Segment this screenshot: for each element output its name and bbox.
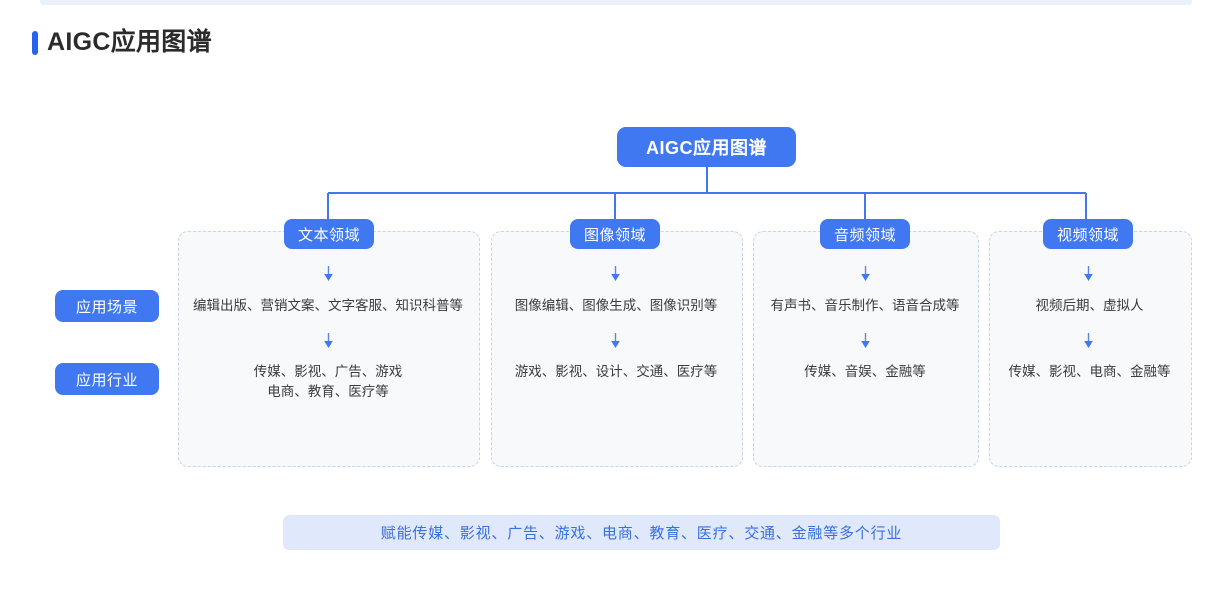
industry-cell-video: 传媒、影视、电商、金融等 [1008, 364, 1171, 379]
top-section-edge-band [40, 0, 1192, 5]
arrow-down-icon [321, 332, 335, 350]
row-label-industry-text: 应用行业 [75, 371, 138, 389]
row-label-scene: 应用场景 [55, 290, 159, 322]
page-title: AIGC应用图谱 [32, 30, 212, 55]
root-node-label: AIGC应用图谱 [646, 138, 767, 158]
industry-cell-text: 传媒、影视、广告、游戏 电商、教育、医疗等 [253, 364, 403, 399]
domain-pill-audio: 音频领域 [820, 219, 910, 249]
scene-cell-text: 编辑出版、营销文案、文字客服、知识科普等 [193, 298, 463, 313]
scene-cell-audio: 有声书、音乐制作、语音合成等 [770, 298, 960, 313]
root-node: AIGC应用图谱 [617, 127, 796, 167]
domain-pill-image-label: 图像领域 [583, 226, 646, 244]
row-label-scene-text: 应用场景 [75, 298, 138, 316]
domain-pill-video: 视频领域 [1043, 219, 1133, 249]
industry-cell-audio: 传媒、音娱、金融等 [804, 364, 926, 379]
domain-pill-text-label: 文本领域 [297, 226, 360, 244]
footer-banner: 赋能传媒、影视、广告、游戏、电商、教育、医疗、交通、金融等多个行业 [283, 515, 1000, 550]
domain-pill-audio-label: 音频领域 [833, 226, 896, 244]
arrow-down-icon [858, 265, 872, 283]
row-label-industry: 应用行业 [55, 363, 159, 395]
domain-panel-audio [753, 231, 979, 467]
scene-cell-image: 图像编辑、图像生成、图像识别等 [514, 298, 718, 313]
domain-panel-video [989, 231, 1192, 467]
domain-pill-image: 图像领域 [570, 219, 660, 249]
scene-cell-video: 视频后期、虚拟人 [1035, 298, 1144, 313]
arrow-down-icon [608, 332, 622, 350]
page-title-text: AIGC应用图谱 [47, 28, 212, 56]
arrow-down-icon [321, 265, 335, 283]
title-accent-bar [32, 30, 38, 55]
arrow-down-icon [1081, 332, 1095, 350]
arrow-down-icon [858, 332, 872, 350]
footer-banner-text: 赋能传媒、影视、广告、游戏、电商、教育、医疗、交通、金融等多个行业 [380, 525, 903, 542]
domain-panel-text [178, 231, 480, 467]
domain-pill-video-label: 视频领域 [1056, 226, 1119, 244]
domain-pill-text: 文本领域 [284, 219, 374, 249]
arrow-down-icon [608, 265, 622, 283]
domain-panel-image [491, 231, 743, 467]
industry-cell-image: 游戏、影视、设计、交通、医疗等 [514, 364, 718, 379]
arrow-down-icon [1081, 265, 1095, 283]
